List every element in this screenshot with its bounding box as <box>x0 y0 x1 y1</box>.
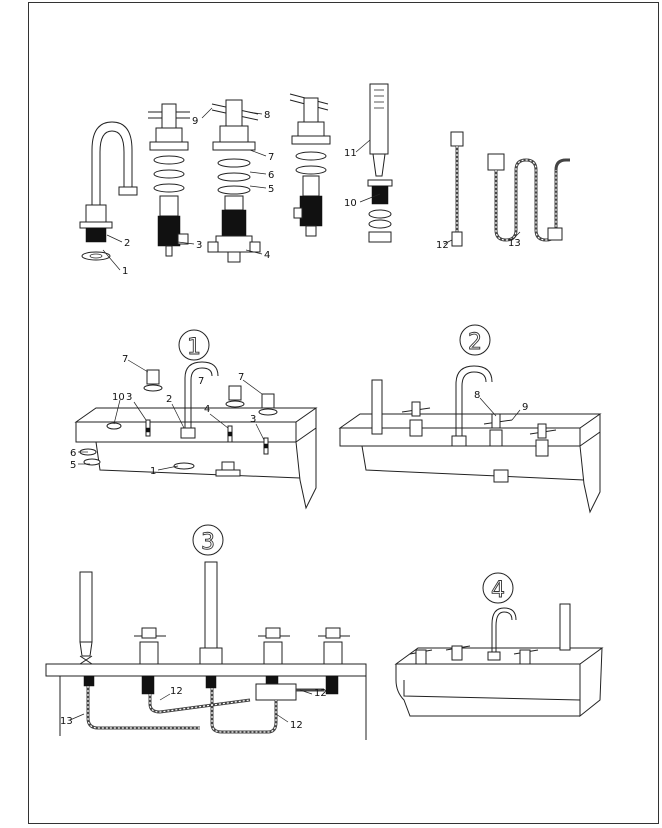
label-2: 2 <box>124 238 130 249</box>
step3-label-13: 13 <box>60 716 73 727</box>
valve-assembly-right <box>289 93 331 237</box>
page-border <box>28 2 659 824</box>
hose-part-12 <box>450 131 464 247</box>
step-3-number: 3 <box>201 530 215 555</box>
step2-label-9: 9 <box>522 402 528 413</box>
step2-label-8: 8 <box>474 390 480 401</box>
exploded-view: 1 2 3 4 5 6 7 8 9 10 11 12 13 <box>79 83 570 277</box>
step1-label-3a: 3 <box>126 392 132 403</box>
step3-label-12a: 12 <box>170 686 183 697</box>
step-1-panel: 1 <box>70 329 318 510</box>
step1-label-2: 2 <box>166 394 172 405</box>
step1-label-7b: 7 <box>198 376 204 387</box>
step1-label-10: 10 <box>112 392 125 403</box>
label-10: 10 <box>344 198 357 209</box>
label-7: 7 <box>268 152 274 163</box>
valve-assembly-left <box>148 103 190 257</box>
step-1-number: 1 <box>187 335 201 360</box>
step-4-circle <box>482 572 514 604</box>
spout-assembly <box>79 121 138 261</box>
step3-label-12c: 12 <box>290 720 303 731</box>
label-13: 13 <box>508 238 521 249</box>
step-3-panel: 3 <box>45 524 367 740</box>
label-5: 5 <box>268 184 274 195</box>
label-8: 8 <box>264 110 270 121</box>
label-11: 11 <box>344 148 357 159</box>
step1-label-7c: 7 <box>238 372 244 383</box>
label-12: 12 <box>436 240 449 251</box>
label-4: 4 <box>264 250 270 261</box>
label-6: 6 <box>268 170 274 181</box>
step1-label-7a: 7 <box>122 354 128 365</box>
step1-label-3b: 3 <box>250 414 256 425</box>
step1-label-5: 5 <box>70 460 76 471</box>
label-3: 3 <box>196 240 202 251</box>
step1-label-4: 4 <box>204 404 210 415</box>
step1-label-6: 6 <box>70 448 76 459</box>
step-4-number: 4 <box>491 578 505 603</box>
label-1: 1 <box>122 266 128 277</box>
step-3-circle <box>192 524 224 556</box>
handshower-assembly <box>367 83 393 243</box>
label-9: 9 <box>192 116 198 127</box>
step-2-panel: 2 8 9 <box>338 324 602 514</box>
step1-label-1: 1 <box>150 466 156 477</box>
step-1-circle <box>178 329 210 361</box>
step-2-number: 2 <box>468 330 482 355</box>
step-2-circle <box>459 324 491 356</box>
step3-label-12b: 12 <box>314 688 327 699</box>
valve-assembly-center <box>207 99 261 263</box>
hose-part-13 <box>487 153 570 242</box>
step-4-panel: 4 <box>394 572 604 718</box>
